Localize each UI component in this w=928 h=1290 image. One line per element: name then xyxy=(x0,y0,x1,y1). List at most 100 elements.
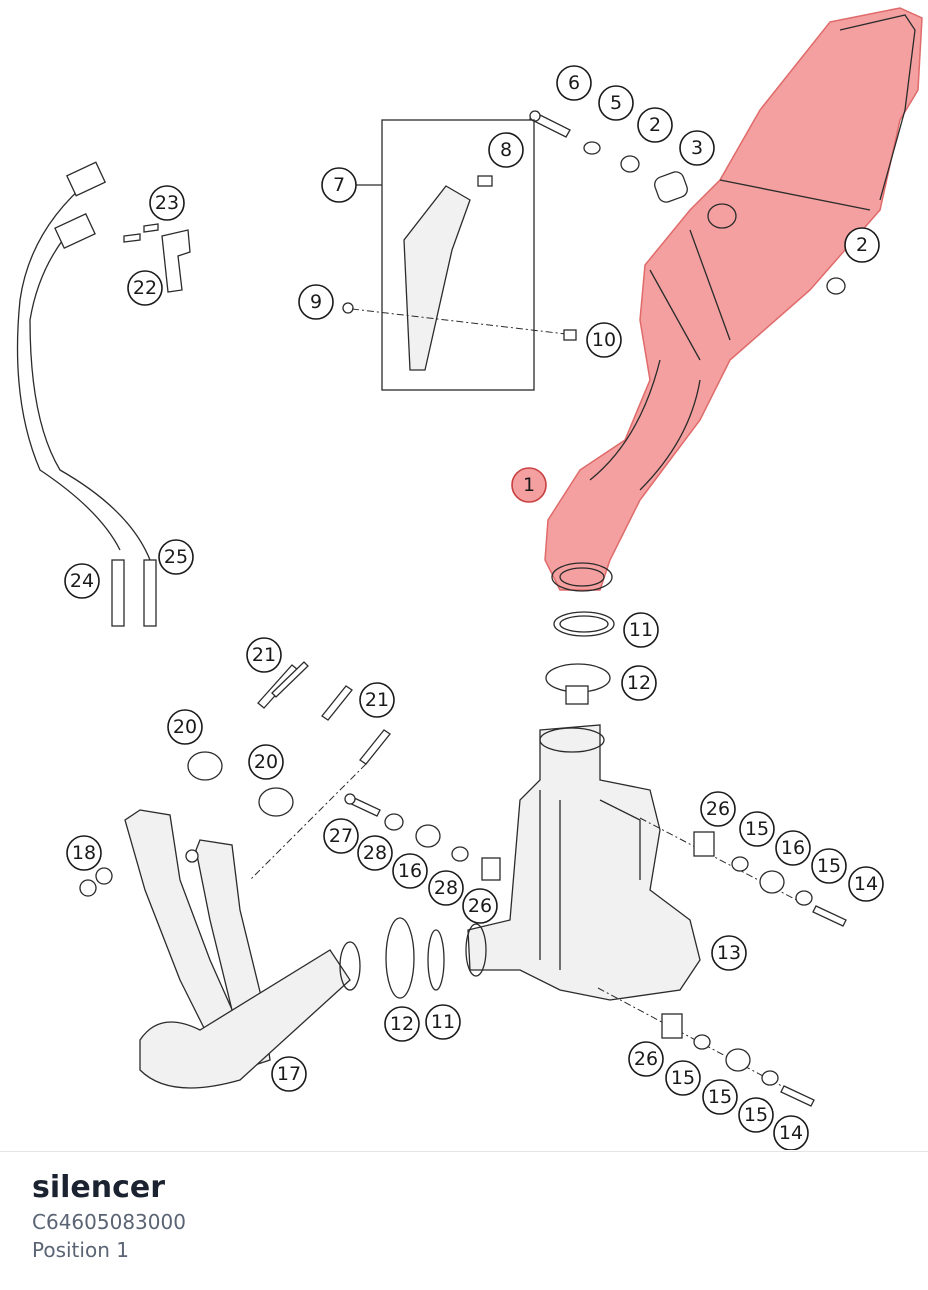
heat-guard-group xyxy=(342,119,577,391)
nut-18c xyxy=(185,849,199,863)
washer-15c xyxy=(693,1034,711,1050)
pre-silencer-detail-1 xyxy=(539,790,641,970)
callout-label: 1 xyxy=(523,474,535,496)
hardware-axis-upper xyxy=(639,817,809,907)
gasket-11-lower xyxy=(427,929,445,991)
callout-3[interactable]: 3 xyxy=(679,130,715,166)
callout-26b[interactable]: 26 xyxy=(700,791,736,827)
pre-silencer-part xyxy=(465,724,701,1001)
callout-17[interactable]: 17 xyxy=(271,1056,307,1092)
callout-13[interactable]: 13 xyxy=(711,935,747,971)
callout-11a[interactable]: 11 xyxy=(623,612,659,648)
callout-26c[interactable]: 26 xyxy=(628,1041,664,1077)
lambda-sensor-25 xyxy=(143,559,157,627)
callout-label: 16 xyxy=(781,837,805,859)
info-divider xyxy=(0,1151,928,1152)
callout-15e[interactable]: 15 xyxy=(738,1097,774,1133)
callout-12a[interactable]: 12 xyxy=(621,665,657,701)
bolt-14a xyxy=(812,905,847,927)
part-number: C64605083000 xyxy=(32,1210,186,1234)
nut-18b xyxy=(95,867,113,885)
callout-label: 25 xyxy=(164,546,188,568)
connector-2 xyxy=(54,212,96,250)
silencer-part[interactable] xyxy=(544,7,923,592)
callout-15b[interactable]: 15 xyxy=(811,848,847,884)
callout-20a[interactable]: 20 xyxy=(167,709,203,745)
callout-27[interactable]: 27 xyxy=(323,818,359,854)
screw-23a xyxy=(123,233,141,243)
bushing-2-right xyxy=(826,277,846,295)
callout-label: 11 xyxy=(431,1011,455,1033)
callout-label: 12 xyxy=(390,1013,414,1035)
callout-label: 15 xyxy=(745,818,769,840)
callout-16a[interactable]: 16 xyxy=(392,853,428,889)
callout-24[interactable]: 24 xyxy=(64,563,100,599)
callout-label: 15 xyxy=(671,1067,695,1089)
harness-cable-1 xyxy=(16,179,121,551)
callout-14b[interactable]: 14 xyxy=(773,1115,809,1150)
washer-15a xyxy=(731,856,749,872)
callout-11b[interactable]: 11 xyxy=(425,1004,461,1040)
callout-label: 5 xyxy=(610,92,622,114)
callout-2a[interactable]: 2 xyxy=(637,107,673,143)
washer-15b xyxy=(795,890,813,906)
callout-label: 14 xyxy=(779,1122,803,1144)
callout-1[interactable]: 1 xyxy=(511,467,547,503)
callout-label: 21 xyxy=(365,689,389,711)
callout-8[interactable]: 8 xyxy=(488,132,524,168)
callout-16b[interactable]: 16 xyxy=(775,830,811,866)
damper-3 xyxy=(654,171,688,203)
clamp-gasket-top xyxy=(545,611,615,705)
callout-label: 8 xyxy=(500,139,512,161)
bushing-28a xyxy=(384,813,404,831)
stud-21d xyxy=(359,729,391,765)
damper-16b xyxy=(759,870,785,894)
silencer-link-pipe xyxy=(589,359,701,491)
callout-25[interactable]: 25 xyxy=(158,539,194,575)
bushing-28b xyxy=(451,846,469,862)
callout-2b[interactable]: 2 xyxy=(844,227,880,263)
callout-label: 15 xyxy=(708,1086,732,1108)
washer-15e xyxy=(761,1070,779,1086)
callout-21b[interactable]: 21 xyxy=(359,682,395,718)
callout-10[interactable]: 10 xyxy=(586,322,622,358)
callout-21a[interactable]: 21 xyxy=(246,637,282,673)
clamp-gasket-lower xyxy=(385,917,445,999)
clamp-12-lower xyxy=(385,917,415,999)
screw-9 xyxy=(342,302,354,314)
callout-label: 2 xyxy=(856,234,868,256)
callout-label: 23 xyxy=(155,192,179,214)
silencer-seam xyxy=(719,179,871,211)
exploded-parts-diagram: 1 2 2 3 5 6 7 8 9 10 11 11 12 12 13 14 1… xyxy=(16,7,923,1150)
heat-guard-frame xyxy=(381,119,535,391)
callout-18[interactable]: 18 xyxy=(66,835,102,871)
callout-20b[interactable]: 20 xyxy=(248,744,284,780)
silencer-inlet xyxy=(551,562,613,592)
callout-15a[interactable]: 15 xyxy=(739,811,775,847)
stud-21c xyxy=(321,685,353,721)
lambda-sensor-24 xyxy=(111,559,125,627)
nut-18a xyxy=(79,879,97,897)
harness-cable-2 xyxy=(29,219,151,561)
callout-28b[interactable]: 28 xyxy=(428,870,464,906)
callout-14a[interactable]: 14 xyxy=(848,866,884,902)
callout-12b[interactable]: 12 xyxy=(384,1006,420,1042)
callout-5[interactable]: 5 xyxy=(598,85,634,121)
callout-label: 14 xyxy=(854,873,878,895)
silencer-outline-top xyxy=(839,14,916,201)
callout-23[interactable]: 23 xyxy=(149,185,185,221)
part-position: Position 1 xyxy=(32,1238,129,1262)
callout-7[interactable]: 7 xyxy=(321,167,357,203)
callout-label: 11 xyxy=(629,619,653,641)
callout-26a[interactable]: 26 xyxy=(462,888,498,924)
callout-label: 2 xyxy=(649,114,661,136)
callout-6[interactable]: 6 xyxy=(556,65,592,101)
callout-28a[interactable]: 28 xyxy=(357,835,393,871)
gasket-20a xyxy=(187,751,223,781)
callout-22[interactable]: 22 xyxy=(127,270,163,306)
callout-15d[interactable]: 15 xyxy=(702,1079,738,1115)
gasket-11-top-inner xyxy=(559,615,609,633)
callout-15c[interactable]: 15 xyxy=(665,1060,701,1096)
callout-9[interactable]: 9 xyxy=(298,284,334,320)
studs-gaskets xyxy=(187,661,391,881)
